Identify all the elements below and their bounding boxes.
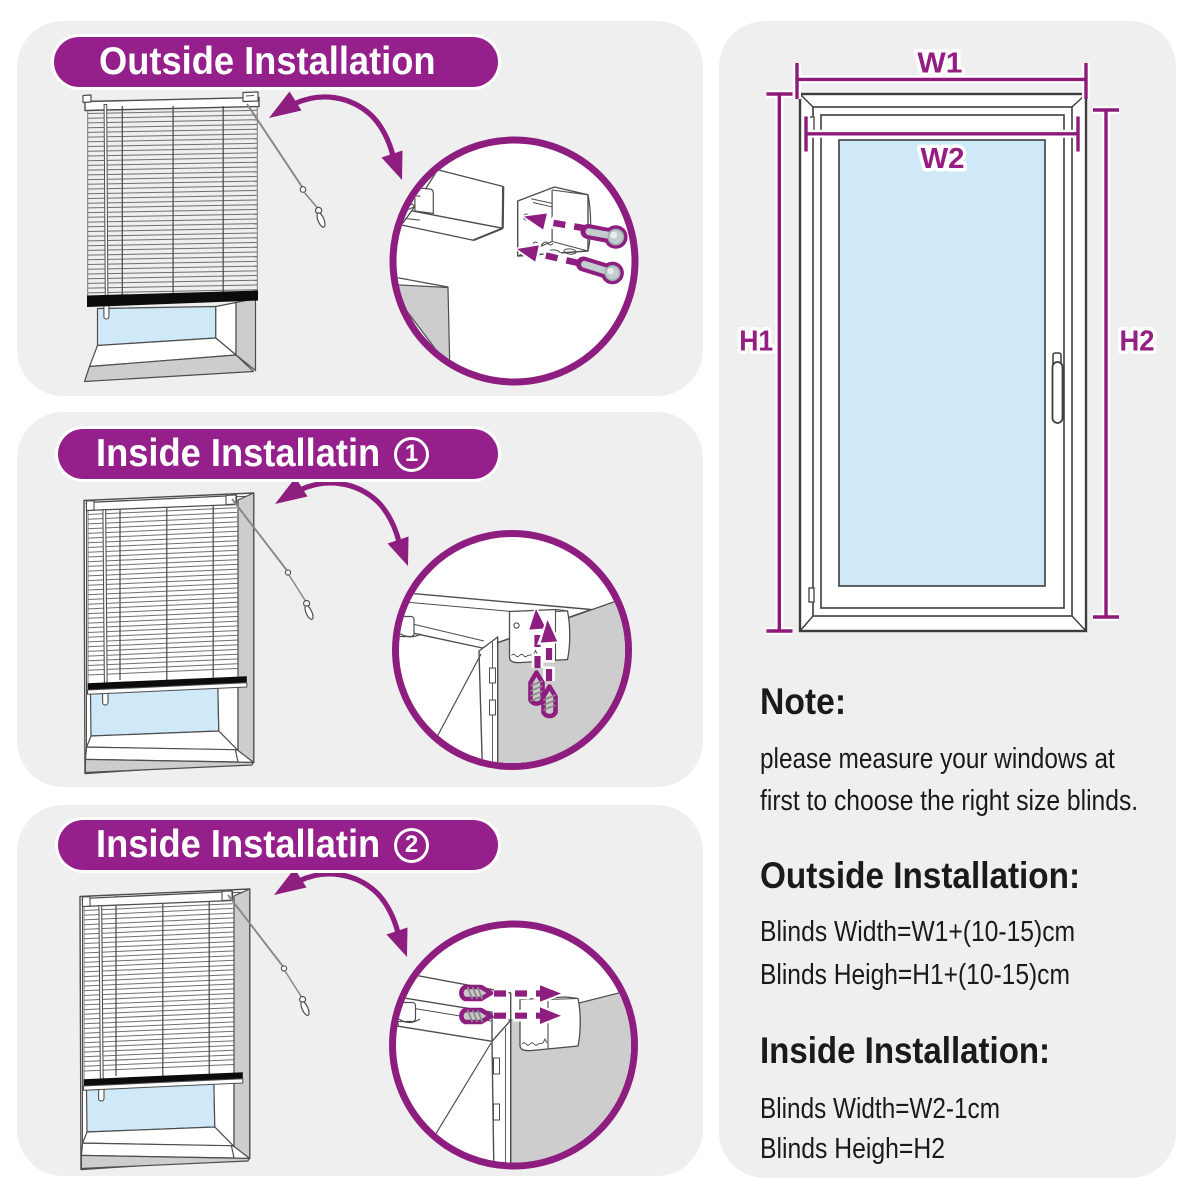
svg-text:W1: W1 [917, 48, 962, 80]
svg-text:H2: H2 [1120, 326, 1155, 358]
svg-text:W2: W2 [921, 143, 965, 175]
svg-text:H1: H1 [739, 326, 773, 358]
